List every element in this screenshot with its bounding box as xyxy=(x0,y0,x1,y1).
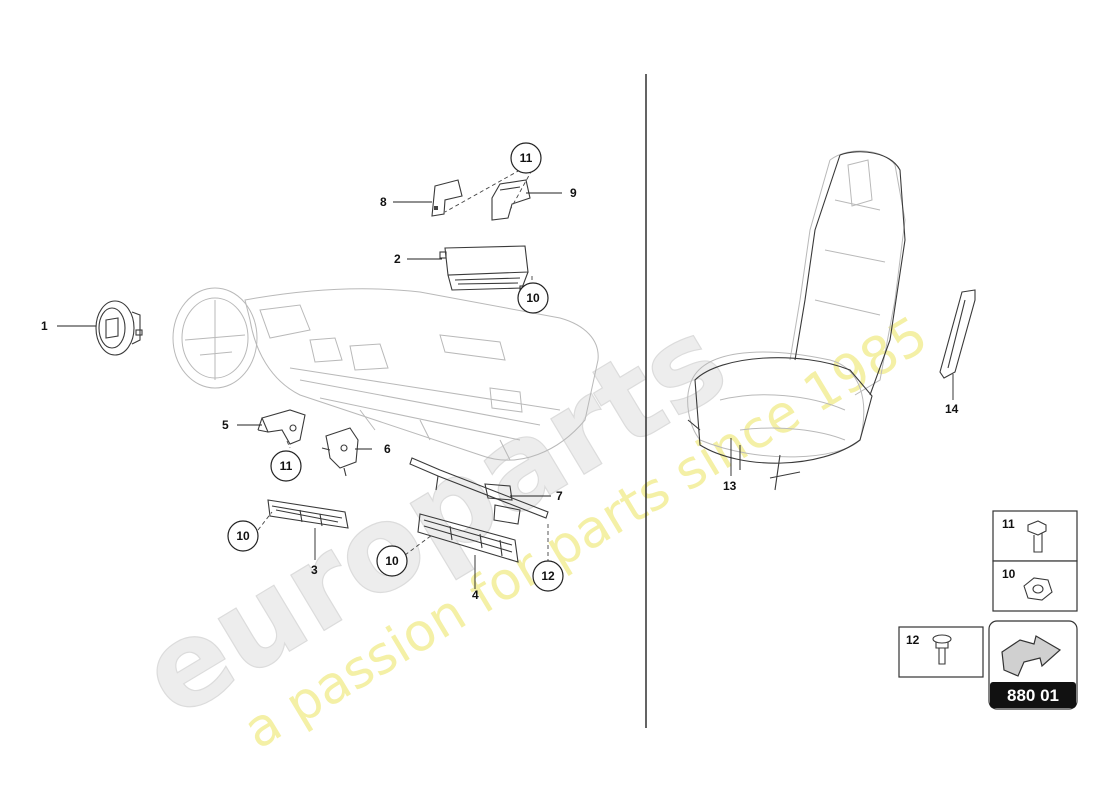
callout-14: 14 xyxy=(945,402,959,416)
callout-8: 8 xyxy=(380,195,387,209)
arrow-icon xyxy=(1001,635,1062,677)
svg-text:10: 10 xyxy=(385,554,399,568)
circled-ref-10-left[interactable]: 10 xyxy=(227,520,259,552)
part-seat[interactable] xyxy=(687,151,906,491)
circled-ref-11-top[interactable]: 11 xyxy=(510,142,542,174)
svg-text:10: 10 xyxy=(526,291,540,305)
part-bracket-9[interactable] xyxy=(491,179,531,221)
part-knee-airbag-passenger[interactable] xyxy=(417,513,519,563)
callout-13: 13 xyxy=(723,479,737,493)
legend-box-10[interactable]: 10 xyxy=(992,560,1078,612)
legend-box-12[interactable]: 12 xyxy=(898,626,984,678)
part-knee-airbag-driver[interactable] xyxy=(267,499,349,529)
legend-box-11[interactable]: 11 xyxy=(992,510,1078,562)
svg-text:11: 11 xyxy=(1002,517,1015,531)
svg-text:10: 10 xyxy=(1002,567,1016,581)
callout-1: 1 xyxy=(41,319,48,333)
callout-7: 7 xyxy=(556,489,563,503)
part-bracket-6[interactable] xyxy=(321,427,359,477)
svg-text:12: 12 xyxy=(906,633,920,647)
svg-text:10: 10 xyxy=(236,529,250,543)
part-rail-bracket-7[interactable] xyxy=(409,457,549,525)
circled-ref-10-mid[interactable]: 10 xyxy=(376,545,408,577)
part-bracket-8[interactable] xyxy=(431,179,463,217)
callout-6: 6 xyxy=(384,442,391,456)
svg-text:11: 11 xyxy=(280,459,293,473)
circled-ref-12[interactable]: 12 xyxy=(532,560,564,592)
nut-icon xyxy=(1023,577,1053,601)
callout-9: 9 xyxy=(570,186,577,200)
part-passenger-airbag[interactable] xyxy=(439,245,529,293)
circled-ref-11-mid[interactable]: 11 xyxy=(270,450,302,482)
callout-3: 3 xyxy=(311,563,318,577)
circled-refs: 11 10 11 10 10 12 xyxy=(227,142,564,592)
svg-text:12: 12 xyxy=(541,569,555,583)
diagram-code-badge: 880 01 xyxy=(988,620,1078,710)
callout-2: 2 xyxy=(394,252,401,266)
leader-lines xyxy=(57,169,954,589)
callout-5: 5 xyxy=(222,418,229,432)
callout-numbers: 1 2 3 4 5 6 7 8 9 13 14 xyxy=(41,186,959,602)
part-seat-side-airbag[interactable] xyxy=(939,289,976,379)
hardware-legend: 11 10 12 xyxy=(898,510,1078,678)
diagram-code: 880 01 xyxy=(1007,686,1059,705)
callout-4: 4 xyxy=(472,588,479,602)
screw-icon xyxy=(932,634,952,665)
circled-ref-10-top[interactable]: 10 xyxy=(517,282,549,314)
part-bracket-5[interactable] xyxy=(257,409,306,445)
part-driver-airbag[interactable] xyxy=(95,300,143,356)
bolt-icon xyxy=(1027,520,1047,553)
svg-text:11: 11 xyxy=(520,151,533,165)
